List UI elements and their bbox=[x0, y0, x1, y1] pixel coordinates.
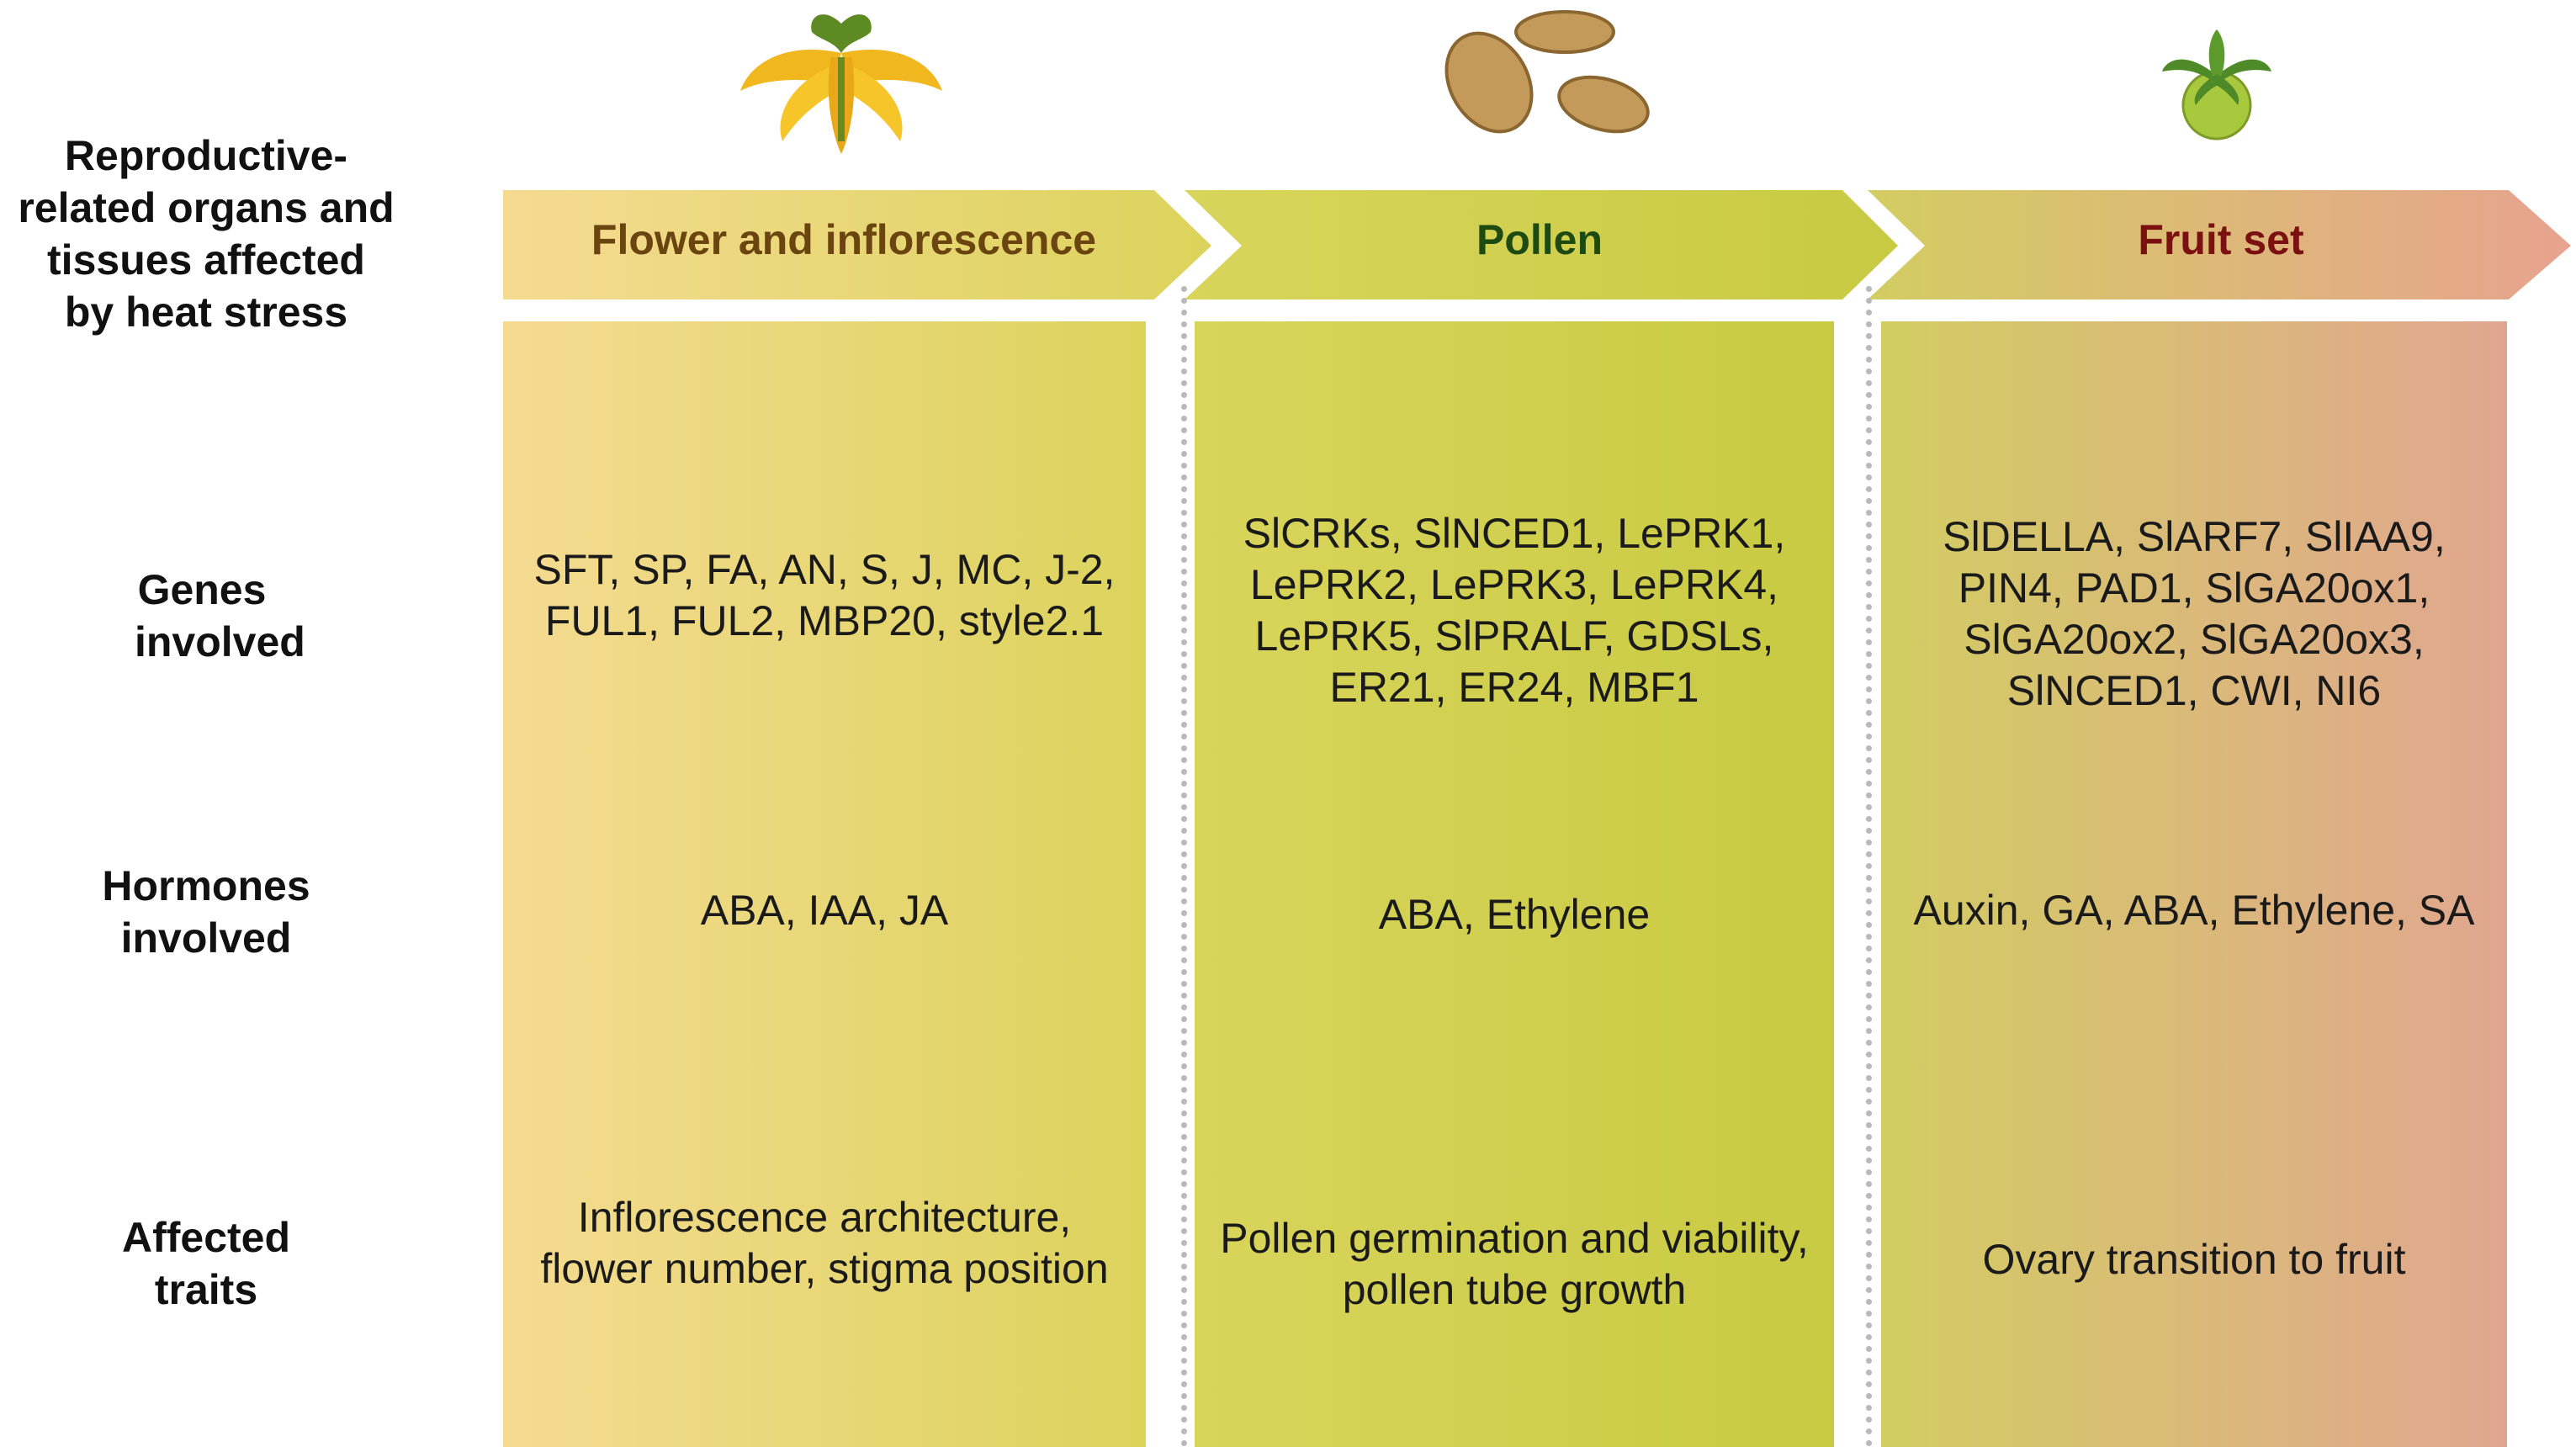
banner-arrow-flower bbox=[503, 190, 1211, 299]
banner-title-fruit: Fruit set bbox=[2138, 216, 2304, 263]
banner-arrows bbox=[503, 190, 2571, 299]
divider-1 bbox=[1181, 286, 1187, 1447]
column-flower: SFT, SP, FA, AN, S, J, MC, J-2, FUL1, FU… bbox=[503, 321, 1146, 1447]
banner-arrow-fruit bbox=[1868, 190, 2571, 299]
divider-2 bbox=[1866, 286, 1872, 1447]
banner-arrow-pollen bbox=[1185, 190, 1898, 299]
genes-cell-flower: SFT, SP, FA, AN, S, J, MC, J-2, FUL1, FU… bbox=[533, 546, 1116, 644]
hormones-cell-pollen: ABA, Ethylene bbox=[1378, 891, 1651, 938]
hormones-cell-fruit: Auxin, GA, ABA, Ethylene, SA bbox=[1913, 887, 2475, 934]
traits-cell-fruit: Ovary transition to fruit bbox=[1982, 1236, 2406, 1283]
hormones-cell-flower: ABA, IAA, JA bbox=[700, 887, 949, 934]
banner-title-flower: Flower and inflorescence bbox=[591, 216, 1097, 263]
flower-icon bbox=[740, 14, 942, 154]
row-label-hormones: Hormones involved bbox=[102, 862, 310, 962]
pollen-icon bbox=[1444, 10, 1650, 134]
genes-cell-pollen: SlCRKs, SlNCED1, LePRK1, LePRK2, LePRK3,… bbox=[1243, 510, 1786, 711]
banner-title-pollen: Pollen bbox=[1476, 216, 1603, 263]
row-label-traits: Affected traits bbox=[121, 1214, 291, 1313]
traits-cell-pollen: Pollen germination and viability, pollen… bbox=[1220, 1215, 1809, 1313]
column-fruit: SlDELLA, SlARF7, SlIAA9, PIN4, PAD1, SlG… bbox=[1881, 321, 2507, 1447]
fruit-icon bbox=[2162, 29, 2271, 140]
column-pollen: SlCRKs, SlNCED1, LePRK1, LePRK2, LePRK3,… bbox=[1195, 321, 1834, 1447]
row-label-organs: Reproductive-related organs and tissues … bbox=[18, 132, 395, 336]
row-label-genes: Genes involved bbox=[135, 566, 305, 665]
traits-cell-flower: Inflorescence architecture, flower numbe… bbox=[540, 1194, 1109, 1292]
genes-cell-fruit: SlDELLA, SlARF7, SlIAA9, PIN4, PAD1, SlG… bbox=[1943, 513, 2446, 714]
